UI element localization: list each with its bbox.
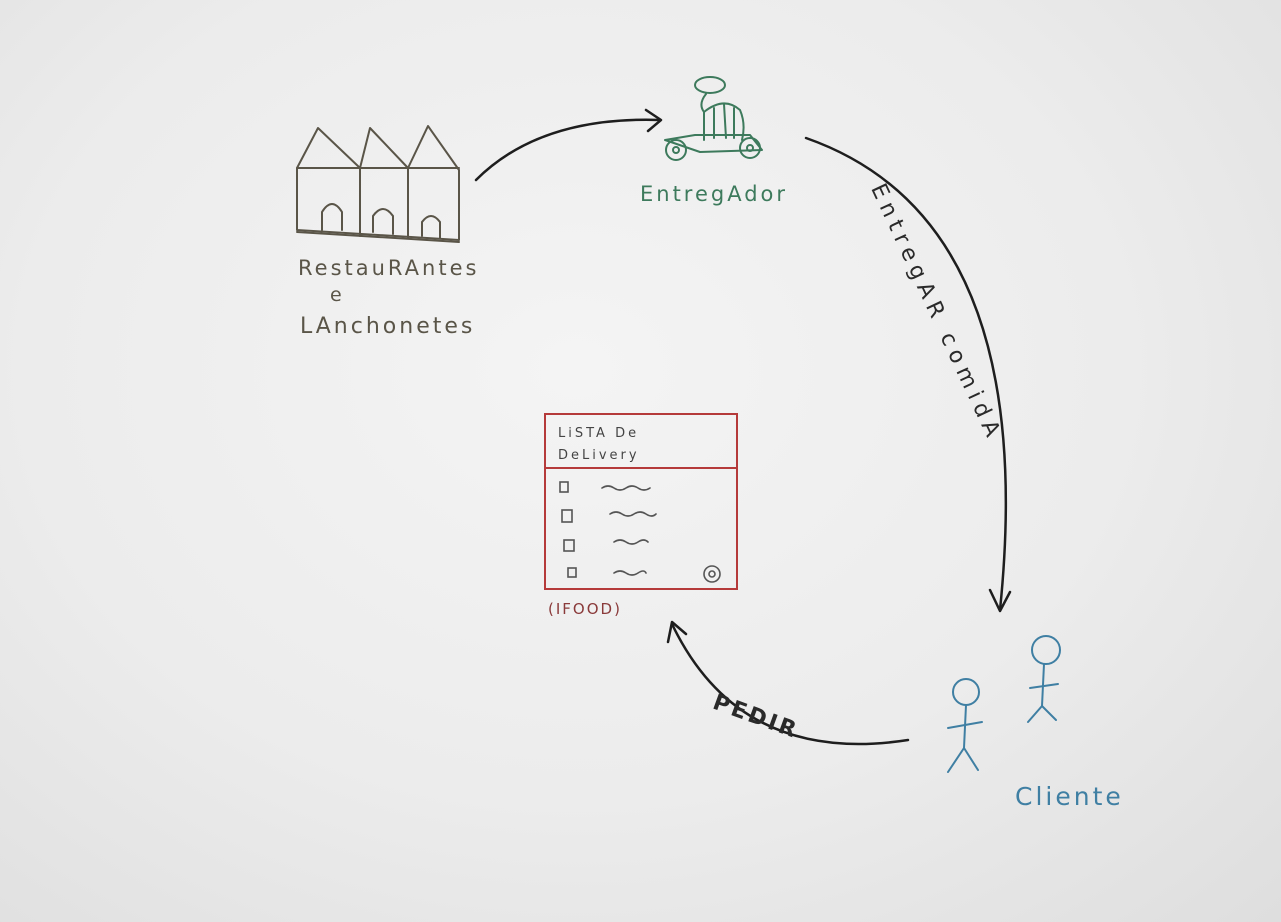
client-label: Cliente [1015, 782, 1124, 811]
delivery-list-caption: (IFOOD) [548, 600, 622, 618]
row-text-squiggle [609, 511, 657, 517]
list-title-line2: DeLivery [558, 448, 640, 463]
snackbars-label: LAnchonetes [300, 314, 476, 339]
row-checkbox [559, 481, 569, 493]
arrow-client-to-list [666, 620, 910, 746]
row-text-squiggle [613, 570, 647, 576]
restaurants-icon [296, 125, 460, 243]
list-rows [559, 481, 721, 583]
row-text-squiggle [601, 485, 651, 491]
arrow-courier-to-client [804, 136, 1012, 613]
scooter-courier-icon [664, 76, 763, 161]
row-checkbox [561, 509, 573, 523]
courier-label: EntregAdor [640, 182, 789, 206]
restaurants-label-conjunction: e [330, 284, 345, 306]
client-figures-icon [947, 635, 1061, 773]
delivery-list-box: LiSTA De DeLivery [544, 413, 738, 590]
row-checkbox [567, 567, 577, 578]
delivery-list-header: LiSTA De DeLivery [546, 415, 736, 469]
confirm-button-icon [703, 565, 721, 583]
arrow-restaurant-to-courier [474, 108, 663, 182]
row-checkbox [563, 539, 575, 552]
row-text-squiggle [613, 539, 649, 545]
restaurants-label: RestauRAntes [298, 256, 480, 280]
list-title-line1: LiSTA De [558, 426, 640, 441]
